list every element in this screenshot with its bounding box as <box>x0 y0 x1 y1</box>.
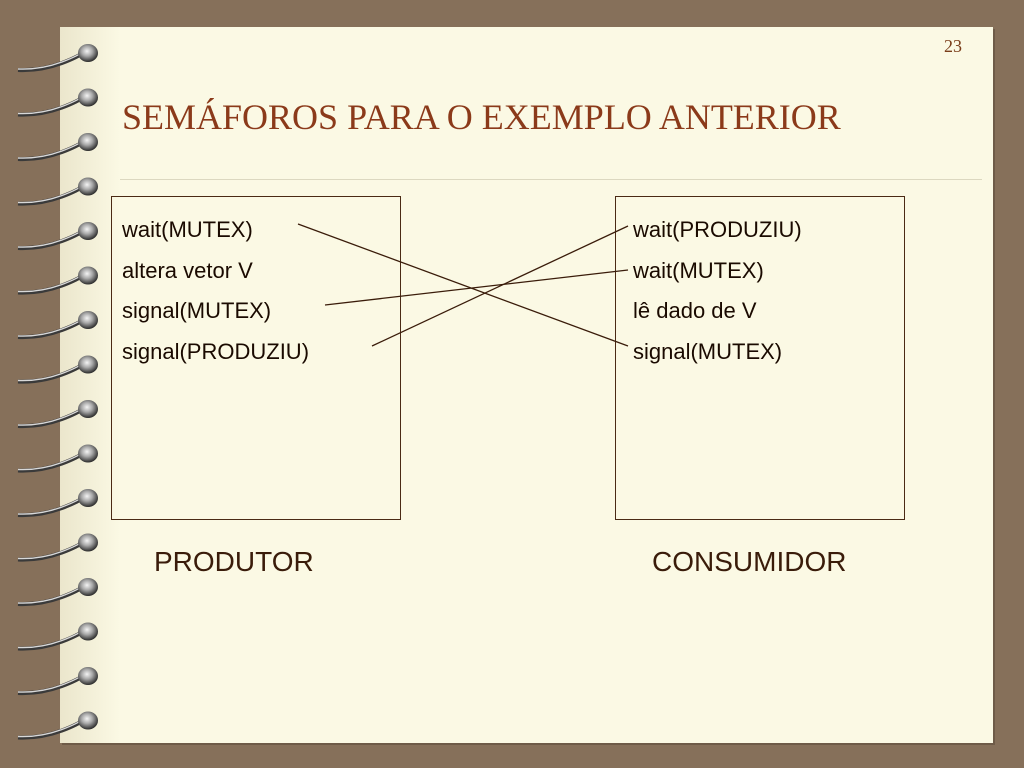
produtor-line-wait-mutex: wait(MUTEX) <box>122 217 253 242</box>
produtor-box <box>111 196 401 520</box>
binding-ring <box>17 489 98 518</box>
consumidor-line-wait-mutex: wait(MUTEX) <box>633 258 764 283</box>
binding-ring <box>17 533 98 562</box>
spiral-binding <box>17 44 98 740</box>
consumidor-line-le-dado: lê dado de V <box>633 298 757 323</box>
binding-ring <box>17 44 98 73</box>
binding-ring <box>17 88 98 117</box>
binding-ring <box>17 578 98 607</box>
produtor-line-signal-produziu: signal(PRODUZIU) <box>122 339 310 364</box>
page-title: SEMÁFOROS PARA O EXEMPLO ANTERIOR <box>122 97 841 137</box>
binding-ring <box>17 355 98 384</box>
binding-ring <box>17 177 98 206</box>
binding-ring <box>17 400 98 429</box>
produtor-line-signal-mutex: signal(MUTEX) <box>122 298 272 323</box>
slide-number: 23 <box>944 36 962 56</box>
consumidor-line-wait-produziu: wait(PRODUZIU) <box>633 217 802 242</box>
binding-ring <box>17 311 98 340</box>
consumidor-box <box>615 196 905 520</box>
slide-page <box>60 27 993 743</box>
binding-ring <box>17 222 98 251</box>
binding-ring <box>17 444 98 473</box>
binding-ring <box>17 133 98 162</box>
consumidor-line-signal-mutex: signal(MUTEX) <box>633 339 783 364</box>
consumidor-label: CONSUMIDOR <box>652 546 847 577</box>
title-divider <box>120 179 982 180</box>
binding-ring <box>17 266 98 295</box>
binding-ring <box>17 622 98 651</box>
produtor-label: PRODUTOR <box>154 546 314 577</box>
binding-ring <box>17 667 98 696</box>
binding-ring <box>17 711 98 740</box>
produtor-line-altera-vetor: altera vetor V <box>122 258 253 283</box>
